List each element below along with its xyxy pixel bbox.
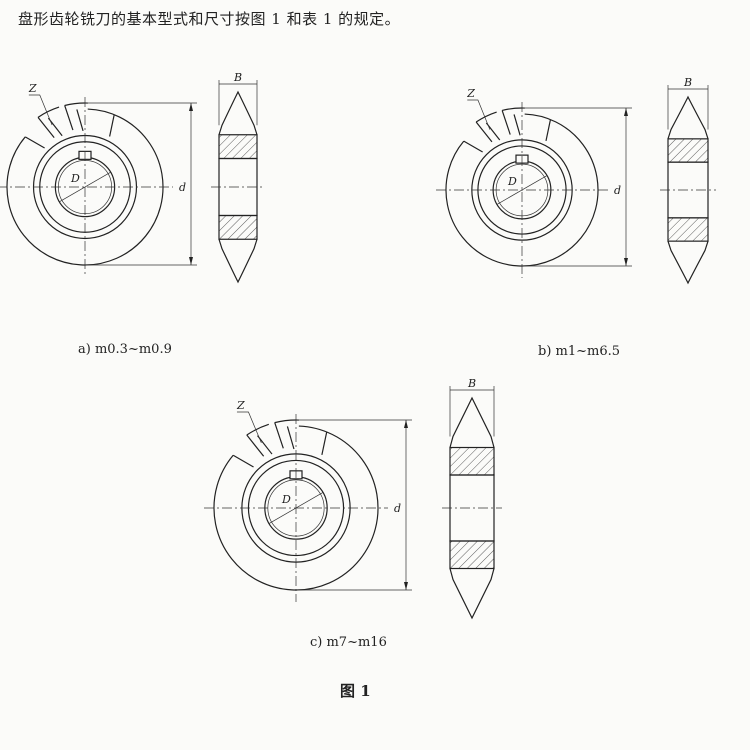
intro-text: 盘形齿轮铣刀的基本型式和尺寸按图 1 和表 1 的规定。 — [18, 10, 401, 28]
cutter-tip-top — [218, 90, 258, 135]
outer-diameter-label: d — [614, 184, 621, 197]
tooth-tip — [246, 423, 269, 436]
hub-section-bottom — [667, 217, 709, 242]
tooth-tip — [502, 107, 525, 112]
tooth-flank — [232, 454, 254, 468]
cutter-tip-bottom — [218, 239, 258, 284]
bore-dimension-line — [268, 492, 324, 524]
cutter-outline — [445, 113, 599, 267]
figure-title: 图 1 — [340, 682, 371, 700]
tooth-flank — [109, 114, 115, 137]
tooth-flank — [321, 431, 328, 456]
teeth-count-label: Z — [466, 87, 475, 100]
tooth-flank — [76, 109, 84, 132]
tooth-flank — [274, 422, 284, 449]
caption-c: c) m7~m16 — [310, 635, 387, 650]
caption-b: b) m1~m6.5 — [538, 344, 621, 359]
bore-diameter-label: D — [507, 175, 517, 188]
hub-section-bottom — [449, 540, 495, 570]
hub-section-top — [667, 138, 709, 163]
teeth-count-leader — [236, 411, 262, 443]
cutter-tip-bottom — [667, 240, 709, 285]
tooth-flank — [501, 110, 511, 135]
tooth-flank — [463, 140, 483, 153]
tooth-tip — [37, 106, 60, 118]
bore-dimension-line — [496, 175, 548, 205]
bore-diameter-label: D — [70, 172, 80, 185]
tooth-flank — [545, 119, 552, 141]
tooth-flank — [475, 121, 493, 143]
teeth-count-leader — [28, 94, 53, 126]
width-label: B — [683, 76, 692, 89]
hub-section-bottom — [218, 214, 258, 240]
teeth-count-label: Z — [28, 82, 37, 95]
bore-diameter-label: D — [281, 493, 291, 506]
tooth-tip — [475, 111, 497, 123]
tooth-flank — [24, 136, 45, 149]
hub-section-top — [449, 446, 495, 476]
tooth-tip — [274, 419, 300, 424]
cutter-tip-bottom — [449, 568, 495, 620]
bore-dimension-line — [59, 171, 111, 203]
tooth-flank — [37, 116, 55, 139]
tooth-flank — [246, 434, 265, 457]
front-view-a: Dd Z — [0, 82, 197, 277]
hub-section-top — [218, 134, 258, 160]
cutter-tip-top — [449, 396, 495, 448]
cutter-outline — [213, 425, 379, 591]
tooth-flank — [64, 105, 74, 131]
tooth-flank — [286, 426, 295, 450]
cutter-tip-top — [667, 95, 709, 140]
cutter-outline — [6, 108, 164, 266]
tooth-flank — [513, 114, 521, 136]
teeth-count-leader — [467, 99, 491, 130]
teeth-count-label: Z — [236, 399, 245, 412]
side-view-a: B — [211, 71, 265, 284]
width-label: B — [233, 71, 242, 84]
front-view-c: Dd Z — [204, 399, 412, 602]
tooth-tip — [64, 102, 88, 107]
outer-diameter-label: d — [394, 502, 401, 515]
front-view-b: Dd Z — [436, 87, 632, 278]
side-view-c: B — [442, 377, 502, 620]
caption-a: a) m0.3~m0.9 — [78, 342, 172, 357]
width-label: B — [467, 377, 476, 390]
side-view-b: B — [660, 76, 716, 285]
outer-diameter-label: d — [179, 181, 186, 194]
